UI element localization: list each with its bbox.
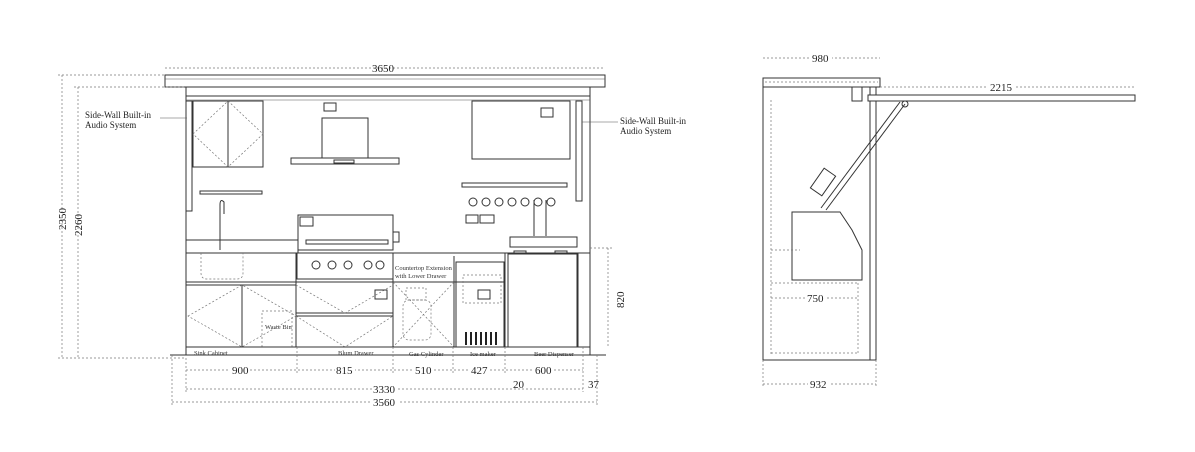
cabinet-frame — [185, 86, 591, 356]
hanging-glasses — [468, 197, 556, 207]
beer-dispenser — [507, 253, 578, 348]
audio-left-label-2: Audio System — [85, 120, 136, 130]
left-speaker — [185, 100, 193, 212]
beer-dispenser-label: Beer Dispenser — [534, 351, 575, 358]
dim-2350: 2350 — [57, 208, 69, 231]
awning-arm — [867, 94, 1136, 102]
front-view: Waste Bin Sink Cabinet Blum Drawer Gas C… — [57, 63, 687, 409]
dim-3560: 3560 — [373, 397, 396, 409]
socket-icon — [374, 289, 388, 300]
dim-750: 750 — [807, 293, 824, 305]
waste-bin-label: Waste Bin — [265, 324, 292, 331]
burner-knobs — [311, 260, 385, 270]
dim-980: 980 — [812, 53, 829, 65]
side-view: 980 2215 750 932 — [762, 52, 1136, 391]
wall-shelf — [199, 190, 263, 195]
socket-icon — [477, 289, 491, 300]
dim-820: 820 — [615, 291, 627, 308]
ice-maker-vent — [465, 332, 497, 345]
dim-20: 20 — [513, 379, 525, 391]
side-grill — [791, 211, 863, 281]
dim-427: 427 — [471, 365, 488, 377]
dim-3650: 3650 — [372, 63, 395, 75]
ice-maker-label: Ice maker — [470, 351, 497, 358]
socket-icon — [540, 107, 554, 118]
bbq-grill — [297, 214, 394, 251]
gas-cylinder — [402, 299, 432, 341]
upper-right-cabinet — [471, 100, 571, 160]
gas-cylinder-label: Gas Cylinder — [409, 351, 444, 358]
beer-tower-base — [509, 236, 578, 248]
socket-icon — [465, 214, 479, 224]
dim-815: 815 — [336, 365, 353, 377]
side-roof-slab — [762, 77, 881, 88]
side-cabinet — [762, 86, 877, 361]
gas-strut — [825, 103, 906, 211]
blum-drawer-label: Blum Drawer — [338, 350, 374, 357]
countertop-extension-label-1: Countertop Extension — [395, 265, 453, 272]
roof-slab — [164, 74, 606, 88]
audio-left-label-1: Side-Wall Built-in — [85, 110, 152, 120]
range-hood — [321, 117, 369, 159]
dim-932: 932 — [810, 379, 827, 391]
dim-2215: 2215 — [990, 82, 1013, 94]
countertop — [185, 239, 299, 254]
dim-37: 37 — [588, 379, 600, 391]
dim-510: 510 — [415, 365, 432, 377]
glass-rack — [461, 182, 568, 188]
dim-3330: 3330 — [373, 384, 396, 396]
socket-icon — [323, 102, 337, 112]
dim-2260: 2260 — [73, 214, 85, 237]
countertop-extension-label-2: with Lower Drawer — [395, 273, 447, 280]
audio-right-label-1: Side-Wall Built-in — [620, 116, 687, 126]
sink-cabinet-label: Sink Cabinet — [194, 350, 228, 357]
faucet — [219, 200, 225, 250]
dim-900: 900 — [232, 365, 249, 377]
dim-600: 600 — [535, 365, 552, 377]
audio-right-label-2: Audio System — [620, 126, 671, 136]
right-speaker — [575, 100, 583, 202]
